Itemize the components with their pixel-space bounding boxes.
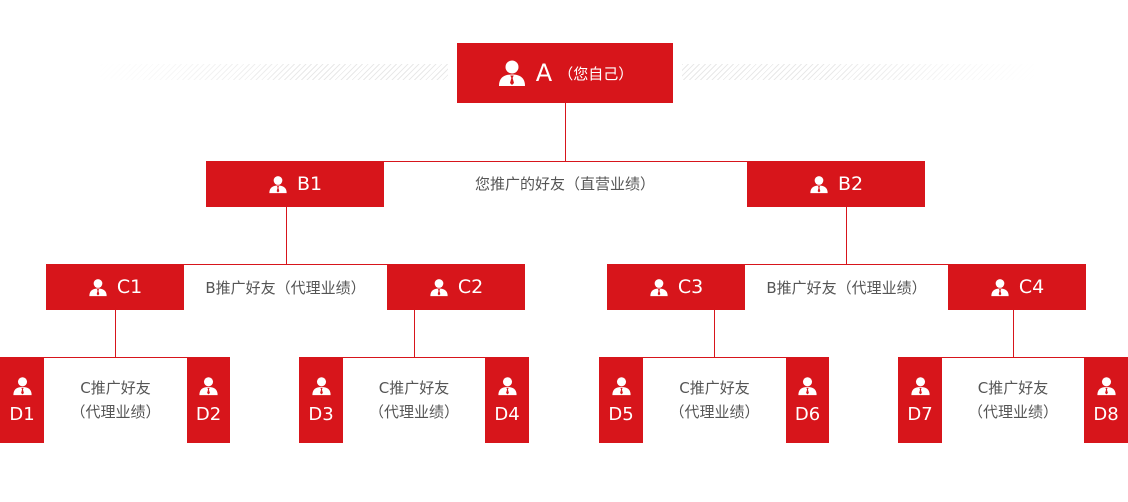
connector-line — [714, 310, 715, 357]
person-icon — [649, 278, 669, 297]
note-line1: C推广好友 — [378, 379, 450, 397]
person-icon — [611, 376, 632, 400]
person-icon — [311, 376, 332, 400]
node-c3: C3 — [607, 264, 745, 310]
note-line2: （代理业绩） — [967, 403, 1058, 421]
level3-note: C推广好友 （代理业绩） — [44, 376, 187, 424]
person-icon — [809, 175, 829, 194]
node-d6: D6 — [786, 357, 829, 443]
node-a: A （您自己） — [457, 43, 673, 103]
node-d4: D4 — [485, 357, 529, 443]
level2-note: B推广好友（代理业绩） — [766, 279, 927, 297]
node-label: D3 — [308, 404, 334, 425]
connector-line — [643, 357, 786, 358]
node-label: D7 — [907, 404, 933, 425]
person-icon — [497, 376, 518, 400]
node-d1: D1 — [0, 357, 44, 443]
connector-line — [565, 103, 566, 161]
node-label: C4 — [1018, 275, 1045, 298]
node-sublabel: （您自己） — [558, 64, 634, 83]
node-label: D8 — [1093, 404, 1119, 425]
connector-line — [286, 207, 287, 264]
node-label: D4 — [494, 404, 520, 425]
connector-line — [846, 207, 847, 264]
node-c4: C4 — [948, 264, 1086, 310]
level3-note: C推广好友 （代理业绩） — [343, 376, 485, 424]
person-icon — [198, 376, 219, 400]
person-icon — [497, 59, 527, 87]
note-line2: （代理业绩） — [368, 403, 459, 421]
note-line2: （代理业绩） — [669, 403, 760, 421]
node-label: B2 — [837, 172, 864, 195]
person-icon — [1096, 376, 1117, 400]
node-d5: D5 — [599, 357, 643, 443]
hatch-decoration-right — [682, 64, 1038, 80]
person-icon — [797, 376, 818, 400]
node-b2: B2 — [747, 161, 925, 207]
connector-line — [745, 264, 948, 265]
node-label: C3 — [677, 275, 704, 298]
node-b1: B1 — [206, 161, 384, 207]
level3-note: C推广好友 （代理业绩） — [643, 376, 786, 424]
node-label: C1 — [116, 275, 143, 298]
connector-line — [942, 357, 1084, 358]
node-label: D2 — [195, 404, 222, 425]
node-label: D1 — [9, 404, 35, 425]
connector-line — [184, 264, 387, 265]
node-d7: D7 — [898, 357, 942, 443]
person-icon — [429, 278, 449, 297]
hatch-decoration-left — [96, 64, 448, 80]
node-label: D6 — [794, 404, 821, 425]
person-icon — [268, 175, 288, 194]
level3-note: C推广好友 （代理业绩） — [942, 376, 1084, 424]
note-line1: C推广好友 — [679, 379, 750, 397]
node-d2: D2 — [187, 357, 230, 443]
person-icon — [990, 278, 1010, 297]
node-d8: D8 — [1084, 357, 1128, 443]
connector-line — [1013, 310, 1014, 357]
connector-line — [44, 357, 187, 358]
connector-line — [414, 310, 415, 357]
person-icon — [910, 376, 931, 400]
node-label: D5 — [608, 404, 634, 425]
node-label: C2 — [457, 275, 484, 298]
level1-note: 您推广的好友（直营业绩） — [474, 175, 655, 193]
node-label: A — [535, 59, 553, 87]
note-line1: C推广好友 — [80, 379, 151, 397]
note-line1: C推广好友 — [977, 379, 1049, 397]
connector-line — [115, 310, 116, 357]
level2-note: B推广好友（代理业绩） — [205, 279, 366, 297]
node-d3: D3 — [299, 357, 343, 443]
node-label: B1 — [296, 172, 323, 195]
node-c2: C2 — [387, 264, 525, 310]
connector-line — [343, 357, 485, 358]
person-icon — [12, 376, 33, 400]
person-icon — [88, 278, 108, 297]
node-c1: C1 — [46, 264, 184, 310]
note-line2: （代理业绩） — [70, 403, 161, 421]
connector-line — [383, 161, 748, 162]
